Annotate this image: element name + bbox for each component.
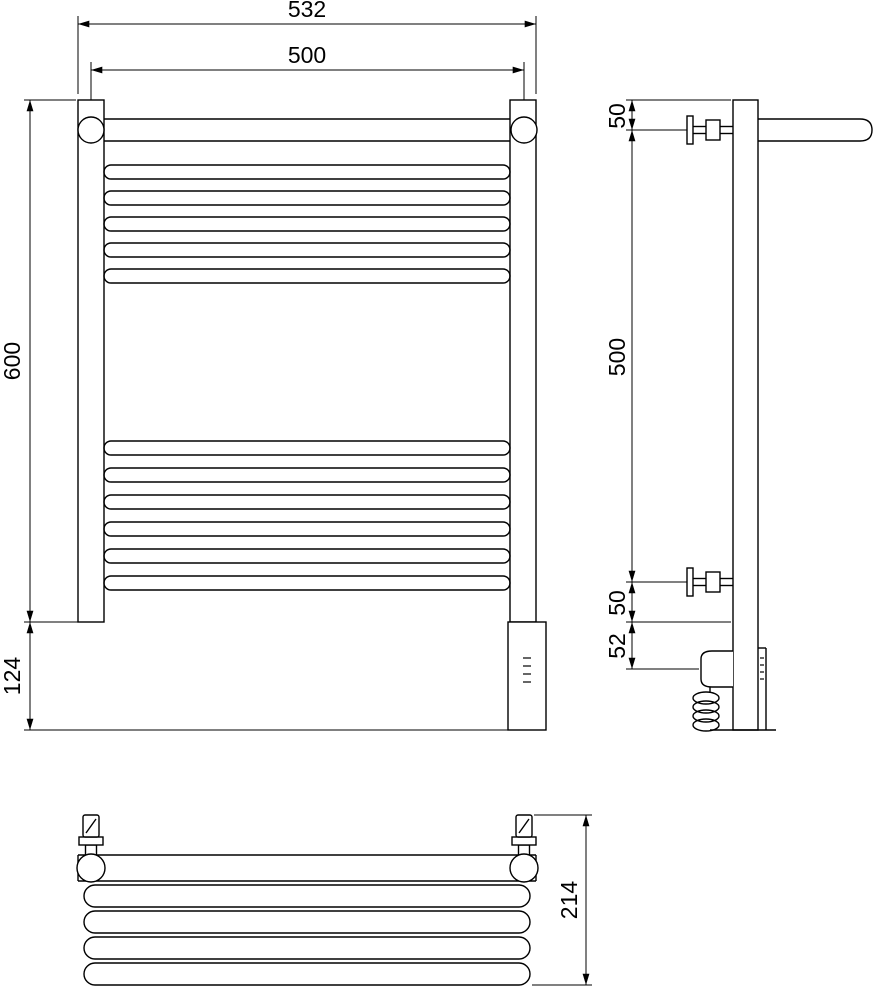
rung	[103, 164, 511, 180]
dim-label-top-to-bracket: 50	[604, 103, 630, 129]
bracket-collar	[705, 571, 721, 593]
right-vertical-tube	[509, 99, 537, 623]
rung	[103, 521, 511, 537]
left-vertical-tube	[77, 99, 105, 623]
dim-label-tube-centers: 500	[288, 42, 326, 68]
rung	[103, 494, 511, 510]
bracket-wall-plate	[686, 115, 694, 145]
left-mounting-fitting	[77, 116, 105, 144]
wall-bracket-top	[686, 115, 733, 145]
side-dimension-extension-lines	[626, 99, 731, 670]
air-valve-left	[78, 814, 104, 857]
coil-loop	[692, 709, 720, 723]
upper-rung-group	[103, 164, 511, 284]
wall-bracket-bottom	[686, 567, 733, 597]
air-valve-right	[511, 814, 537, 857]
dim-label-cable-offset: 52	[604, 633, 630, 659]
dim-label-bracket-to-bottom: 50	[604, 590, 630, 616]
rung	[103, 242, 511, 258]
side-view: 50 500 50 52	[604, 99, 873, 732]
heating-element-cap	[700, 650, 733, 688]
rung	[103, 216, 511, 232]
shelf-tube	[83, 936, 531, 960]
lower-rung-group	[103, 440, 511, 591]
dim-label-lower-section: 124	[0, 657, 25, 696]
valve-screw-slot	[85, 818, 97, 834]
rung	[103, 190, 511, 206]
dim-label-bracket-spacing: 500	[604, 338, 630, 376]
rung	[103, 575, 511, 591]
shelf-tube	[83, 962, 531, 986]
valve-flange	[78, 836, 104, 846]
bracket-wall-plate	[686, 567, 694, 597]
heater-housing	[507, 621, 547, 731]
top-view: 214	[76, 814, 592, 986]
shelf-tube	[83, 910, 531, 934]
rung	[103, 440, 511, 456]
coil-loop	[692, 718, 720, 732]
shelf-tube	[83, 884, 531, 908]
power-cord-coil	[692, 687, 720, 732]
bracket-collar	[705, 119, 721, 141]
right-fitting-top	[509, 853, 539, 883]
shelf-tube-rows	[83, 884, 531, 986]
rung	[103, 548, 511, 564]
heater-housing-box	[507, 621, 547, 731]
dim-label-depth: 214	[556, 881, 582, 920]
left-fitting-top	[76, 853, 106, 883]
valve-flange	[511, 836, 537, 846]
valve-screw-slot	[518, 818, 530, 834]
right-mounting-fitting	[510, 116, 538, 144]
dim-label-height: 600	[0, 342, 25, 380]
coil-loop	[692, 700, 720, 714]
top-view-dimension: 214	[532, 814, 592, 986]
heater-housing-side	[758, 647, 767, 730]
rung	[103, 467, 511, 483]
vertical-tube-profile	[732, 99, 759, 731]
dim-label-overall-width: 532	[288, 0, 326, 22]
coil-loop	[692, 691, 720, 705]
front-view: 532 500 600 124	[0, 0, 547, 731]
top-shelf-bar-profile	[758, 118, 873, 142]
rung	[103, 268, 511, 284]
